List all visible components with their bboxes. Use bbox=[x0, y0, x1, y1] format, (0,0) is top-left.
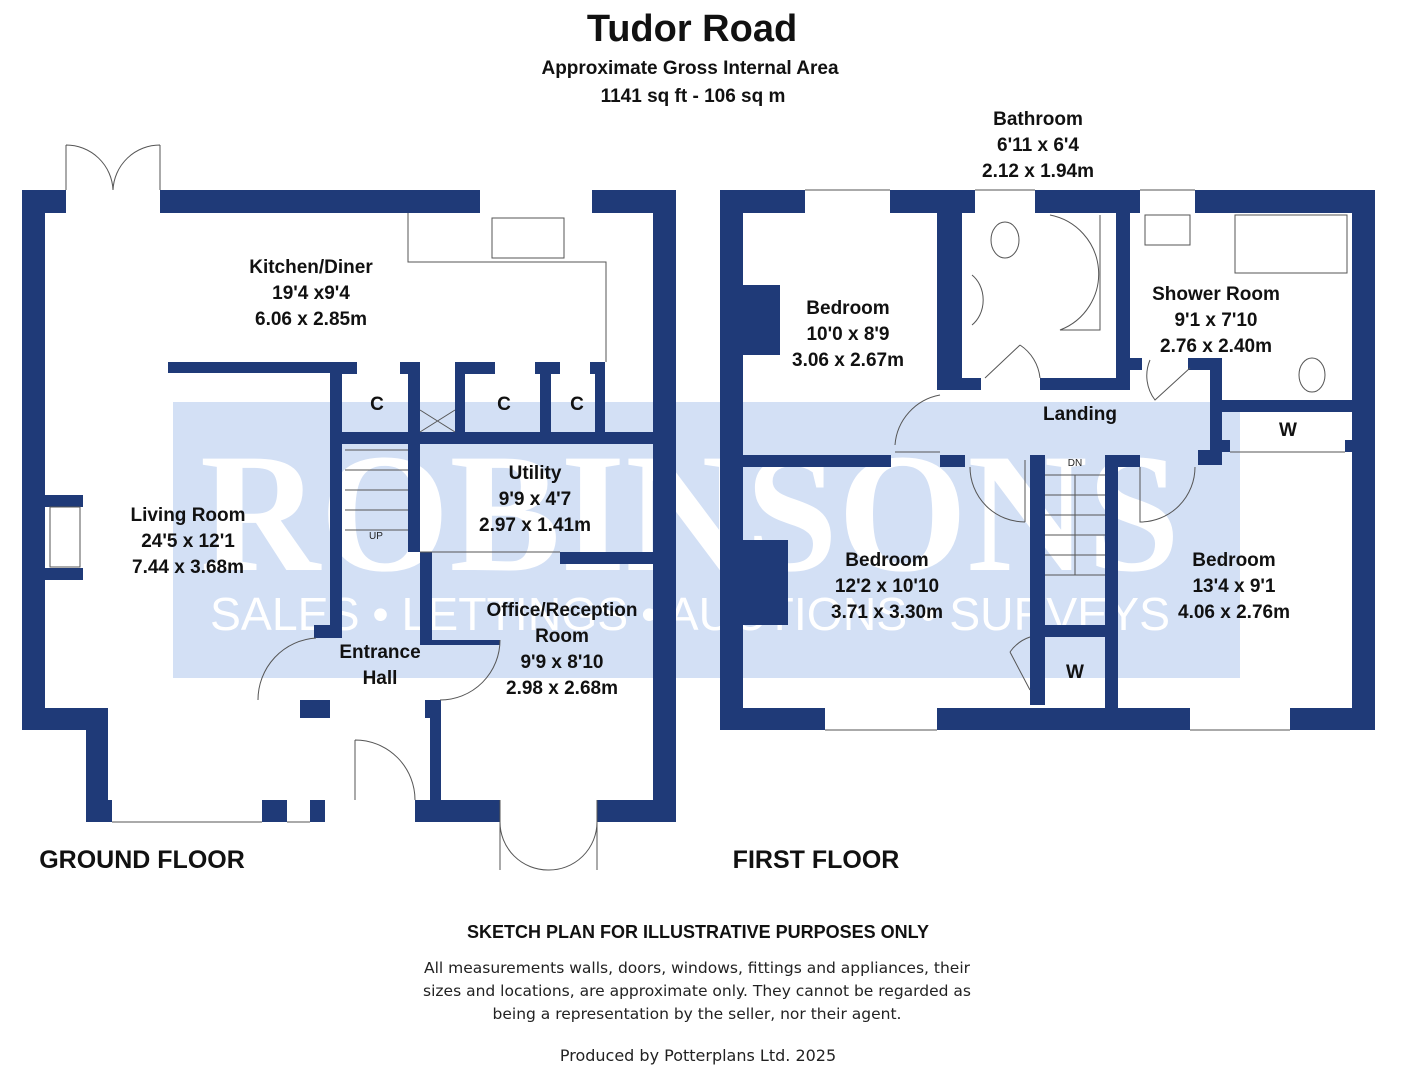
cupboard-label: C bbox=[370, 394, 384, 415]
stairs-up-label: UP bbox=[369, 531, 383, 542]
wardrobe-label: W bbox=[1279, 420, 1297, 441]
disclaimer-text: All measurements walls, doors, windows, … bbox=[423, 957, 971, 1026]
room-size-metric: 7.44 x 3.68m bbox=[132, 557, 244, 578]
room-name: Entrance bbox=[339, 642, 421, 663]
room-name: Living Room bbox=[130, 505, 246, 526]
room-shower-room: Shower Room 9'1 x 7'10 2.76 x 2.40m bbox=[1152, 282, 1280, 360]
room-name: Shower Room bbox=[1152, 284, 1280, 305]
room-name: Office/Reception bbox=[486, 600, 638, 621]
room-size-metric: 6.06 x 2.85m bbox=[255, 309, 367, 330]
first-floor-walls bbox=[720, 190, 1375, 730]
room-size-metric: 2.76 x 2.40m bbox=[1160, 336, 1272, 357]
disclaimer-line: being a representation by the seller, no… bbox=[492, 1005, 902, 1023]
room-bathroom: Bathroom 6'11 x 6'4 2.12 x 1.94m bbox=[982, 107, 1094, 185]
room-size-imperial: 12'2 x 10'10 bbox=[834, 576, 940, 597]
room-name: Bathroom bbox=[993, 109, 1083, 130]
room-name: Bedroom bbox=[806, 298, 890, 319]
producer-credit: Produced by Potterplans Ltd. 2025 bbox=[559, 1046, 837, 1065]
gross-area: 1141 sq ft - 106 sq m bbox=[600, 86, 786, 107]
room-size-imperial: 9'1 x 7'10 bbox=[1174, 310, 1258, 331]
room-size-metric: 2.12 x 1.94m bbox=[982, 161, 1094, 182]
room-name: Utility bbox=[508, 463, 562, 484]
room-size-metric: 2.98 x 2.68m bbox=[506, 678, 618, 699]
ground-floor-label: GROUND FLOOR bbox=[39, 846, 245, 874]
room-utility: Utility 9'9 x 4'7 2.97 x 1.41m bbox=[479, 461, 591, 539]
plan-title: Tudor Road bbox=[586, 8, 798, 50]
first-floor-label: FIRST FLOOR bbox=[732, 846, 900, 874]
room-size-metric: 2.97 x 1.41m bbox=[479, 515, 591, 536]
room-kitchen-diner: Kitchen/Diner 19'4 x9'4 6.06 x 2.85m bbox=[249, 255, 373, 333]
room-size-imperial: 9'9 x 4'7 bbox=[498, 489, 572, 510]
room-bedroom-1: Bedroom 10'0 x 8'9 3.06 x 2.67m bbox=[792, 296, 904, 374]
room-size-imperial: 10'0 x 8'9 bbox=[806, 324, 890, 345]
first-floor-fixtures bbox=[805, 189, 1348, 731]
room-size-imperial: 9'9 x 8'10 bbox=[520, 652, 604, 673]
watermark-tagline: SALES • LETTINGS • AUCTIONS • SURVEYS bbox=[210, 588, 1170, 640]
disclaimer-line: sizes and locations, are approximate onl… bbox=[423, 982, 971, 1000]
room-name: Landing bbox=[1043, 404, 1117, 425]
room-name-line2: Hall bbox=[362, 668, 398, 689]
room-name: Bedroom bbox=[845, 550, 929, 571]
ground-floor-fixtures bbox=[49, 144, 607, 871]
room-name: Kitchen/Diner bbox=[249, 257, 373, 278]
room-size-metric: 3.06 x 2.67m bbox=[792, 350, 904, 371]
room-name-line2: Room bbox=[535, 626, 589, 647]
room-size-metric: 4.06 x 2.76m bbox=[1178, 602, 1290, 623]
wardrobe-label: W bbox=[1066, 662, 1084, 683]
disclaimer-line: All measurements walls, doors, windows, … bbox=[423, 959, 971, 977]
ground-floor-walls bbox=[22, 190, 676, 822]
disclaimer-title: SKETCH PLAN FOR ILLUSTRATIVE PURPOSES ON… bbox=[466, 922, 930, 942]
room-living-room: Living Room 24'5 x 12'1 7.44 x 3.68m bbox=[130, 503, 245, 581]
stairs-down-label: DN bbox=[1067, 458, 1083, 469]
room-size-imperial: 6'11 x 6'4 bbox=[997, 135, 1079, 156]
room-name: Bedroom bbox=[1192, 550, 1276, 571]
room-size-imperial: 24'5 x 12'1 bbox=[141, 531, 235, 552]
room-bedroom-3: Bedroom 13'4 x 9'1 4.06 x 2.76m bbox=[1178, 548, 1290, 626]
room-bedroom-2: Bedroom 12'2 x 10'10 3.71 x 3.30m bbox=[831, 548, 943, 626]
room-size-imperial: 13'4 x 9'1 bbox=[1192, 576, 1276, 597]
cupboard-label: C bbox=[497, 394, 511, 415]
room-size-imperial: 19'4 x9'4 bbox=[272, 283, 350, 304]
plan-subtitle: Approximate Gross Internal Area bbox=[541, 58, 839, 79]
room-size-metric: 3.71 x 3.30m bbox=[831, 602, 943, 623]
room-landing: Landing bbox=[1043, 402, 1117, 428]
cupboard-label: C bbox=[570, 394, 584, 415]
